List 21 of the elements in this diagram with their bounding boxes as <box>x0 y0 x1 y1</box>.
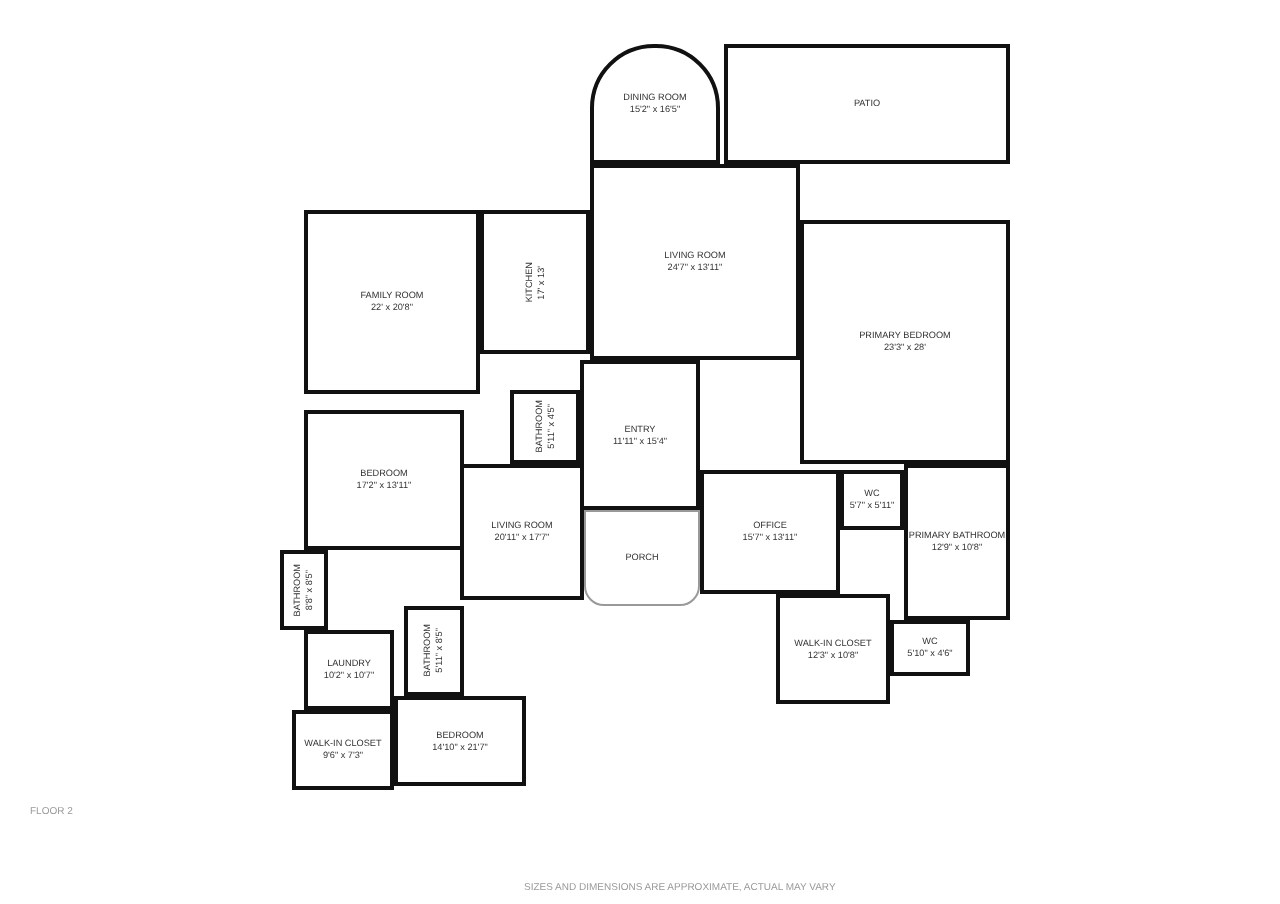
room-outline <box>280 550 328 630</box>
room-outline <box>840 470 904 530</box>
room-outline <box>404 606 464 696</box>
room-outline <box>510 390 580 464</box>
room-outline <box>304 410 464 550</box>
room-outline <box>460 464 584 600</box>
room-outline <box>904 464 1010 620</box>
room-outline <box>590 44 720 164</box>
room-outline <box>724 44 1010 164</box>
room-outline <box>584 510 700 606</box>
room-outline <box>700 470 840 594</box>
room-outline <box>580 360 700 510</box>
room-outline <box>800 220 1010 464</box>
room-outline <box>890 620 970 676</box>
room-outline <box>304 630 394 710</box>
room-outline <box>292 710 394 790</box>
room-outline <box>394 696 526 786</box>
room-outline <box>304 210 480 394</box>
room-outline <box>480 210 590 354</box>
room-outline <box>776 594 890 704</box>
room-outline <box>590 164 800 360</box>
